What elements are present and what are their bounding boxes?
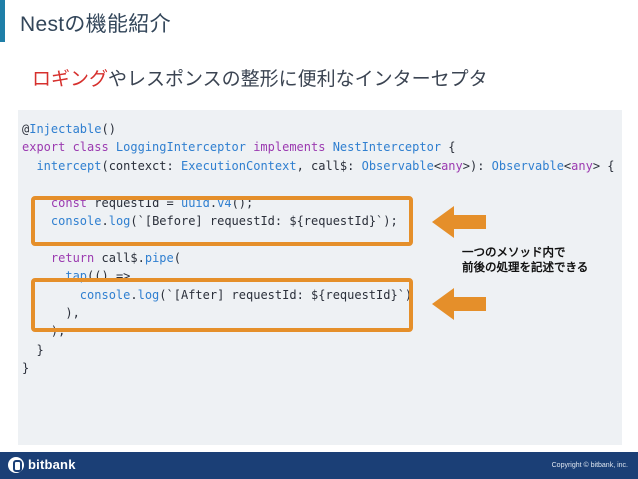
code-token: < bbox=[563, 158, 572, 173]
subtitle-rest: やレスポンスの整形に便利なインターセプタ bbox=[108, 69, 488, 90]
code-token: . bbox=[130, 287, 138, 302]
annotation-note: 一つのメソッド内で 前後の処理を記述できる bbox=[462, 246, 588, 276]
highlight-box-after bbox=[31, 278, 413, 332]
subtitle-highlight: ロギング bbox=[32, 69, 109, 90]
code-block: @Injectable()export class LoggingInterce… bbox=[22, 120, 615, 377]
code-token: call$. bbox=[101, 250, 145, 265]
code-token: > { bbox=[592, 158, 615, 173]
code-token: (`[After] requestId: ${requestId}`) bbox=[159, 287, 413, 302]
code-token: log bbox=[137, 287, 160, 302]
code-token: Observable bbox=[491, 158, 564, 173]
code-token bbox=[22, 159, 36, 173]
slide-subtitle: ロギングやレスポンスの整形に便利なインターセプタ bbox=[32, 64, 488, 91]
code-line: } bbox=[22, 359, 615, 377]
code-token: ), bbox=[22, 305, 80, 320]
code-token: } bbox=[22, 361, 30, 376]
code-token: (`[Before] requestId: ${requestId}`); bbox=[130, 213, 398, 228]
code-line: intercept(contexct: ExecutionContext, ca… bbox=[22, 157, 615, 175]
code-line: console.log(`[Before] requestId: ${reque… bbox=[22, 212, 615, 230]
footer-copyright: Copyright © bitbank, inc. bbox=[551, 462, 628, 469]
code-token: } bbox=[22, 342, 44, 357]
footer-brand: bitbank bbox=[28, 457, 76, 472]
code-token: { bbox=[441, 140, 456, 155]
code-line: ), bbox=[22, 304, 615, 322]
code-line: return call$.pipe( bbox=[22, 249, 615, 267]
code-token: Injectable bbox=[29, 122, 102, 136]
annotation-line-1: 一つのメソッド内で bbox=[462, 247, 566, 259]
code-panel bbox=[18, 110, 622, 445]
code-token: console bbox=[50, 213, 102, 228]
code-token: (contexct: bbox=[101, 158, 181, 173]
code-token: export class bbox=[22, 140, 116, 155]
code-token: pipe bbox=[144, 250, 174, 265]
code-token: implements bbox=[253, 140, 333, 155]
code-token: return bbox=[50, 250, 102, 265]
code-token: ExecutionContext bbox=[180, 158, 297, 173]
title-accent-bar bbox=[0, 0, 5, 42]
annotation-line-2: 前後の処理を記述できる bbox=[462, 262, 589, 274]
code-token: any bbox=[441, 158, 463, 173]
code-line bbox=[22, 175, 615, 193]
code-token: () bbox=[101, 122, 116, 136]
code-token: . bbox=[209, 195, 218, 210]
footer-bar bbox=[0, 452, 638, 479]
code-token: intercept bbox=[36, 158, 102, 173]
code-token: ( bbox=[173, 250, 181, 265]
code-token: >): bbox=[462, 158, 492, 173]
code-token: < bbox=[433, 158, 442, 173]
code-token: . bbox=[101, 213, 109, 228]
code-token: @ bbox=[22, 122, 30, 136]
code-token: log bbox=[108, 213, 131, 228]
code-token: console bbox=[79, 287, 131, 302]
arrow-left-icon bbox=[432, 288, 486, 320]
code-line: console.log(`[After] requestId: ${reques… bbox=[22, 286, 615, 304]
code-token: Observable bbox=[361, 158, 434, 173]
code-token: LoggingInterceptor bbox=[115, 140, 254, 155]
code-line: @Injectable() bbox=[22, 120, 615, 138]
code-line: export class LoggingInterceptor implemen… bbox=[22, 138, 615, 156]
code-token: any bbox=[571, 158, 593, 173]
highlight-box-before bbox=[31, 196, 413, 246]
code-token: , call$: bbox=[296, 158, 362, 173]
slide-title: Nestの機能紹介 bbox=[20, 13, 171, 36]
code-line: } bbox=[22, 341, 615, 359]
code-token bbox=[22, 251, 51, 265]
bitbank-logo-icon bbox=[8, 457, 24, 473]
arrow-left-icon bbox=[432, 206, 486, 238]
code-token: NestInterceptor bbox=[332, 140, 442, 155]
